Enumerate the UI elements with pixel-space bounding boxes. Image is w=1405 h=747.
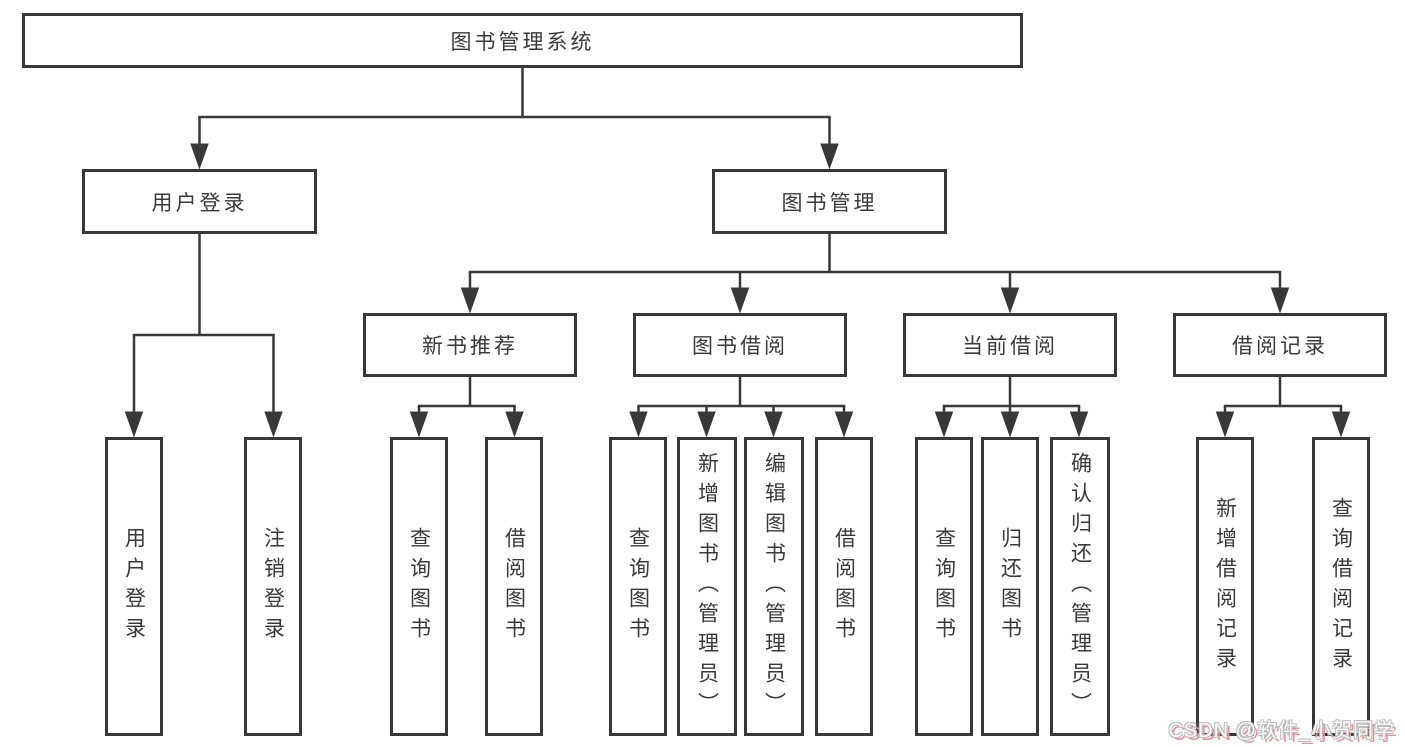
csdn-watermark: CSDN @软件_小贺同学 <box>1168 720 1395 742</box>
node-user-login: 用户登录 <box>82 169 317 234</box>
node-add-book-admin: 新增图书（管理员） <box>677 437 737 736</box>
node-new-book-recommendation: 新书推荐 <box>363 313 577 377</box>
node-label: 新增图书（管理员） <box>695 451 719 722</box>
node-label: 图书借阅 <box>692 335 788 358</box>
node-return-books: 归还图书 <box>981 437 1039 736</box>
node-label: 用户登录 <box>151 191 248 215</box>
node-edit-book-admin: 编辑图书（管理员） <box>744 437 804 736</box>
node-book-borrowing: 图书借阅 <box>633 313 847 377</box>
node-label: 借阅记录 <box>1232 335 1328 358</box>
node-query-books-recommend: 查询图书 <box>390 437 448 736</box>
node-add-borrow-record: 新增借阅记录 <box>1196 437 1254 736</box>
node-label: 编辑图书（管理员） <box>762 451 786 722</box>
node-borrow-books-leaf: 借阅图书 <box>815 437 873 736</box>
node-label: 新增借阅记录 <box>1213 496 1237 677</box>
node-label: 查询借阅记录 <box>1329 496 1353 677</box>
node-label: 当前借阅 <box>962 335 1058 358</box>
node-query-borrow-record: 查询借阅记录 <box>1312 437 1370 736</box>
node-label: 查询图书 <box>626 526 650 647</box>
node-label: 确认归还（管理员） <box>1068 451 1092 722</box>
node-borrow-books-recommend: 借阅图书 <box>485 437 543 736</box>
node-book-management: 图书管理 <box>712 169 947 234</box>
node-query-books-borrow: 查询图书 <box>609 437 667 736</box>
node-label: 查询图书 <box>932 526 956 647</box>
node-label: 借阅图书 <box>502 526 526 647</box>
node-label: 查询图书 <box>407 526 431 647</box>
node-query-books-current: 查询图书 <box>915 437 973 736</box>
node-label: 用户登录 <box>122 526 146 647</box>
node-borrowing-records: 借阅记录 <box>1173 313 1387 377</box>
node-logout-leaf: 注销登录 <box>244 437 302 736</box>
node-label: 借阅图书 <box>832 526 856 647</box>
node-user-login-leaf: 用户登录 <box>105 437 163 736</box>
node-label: 图书管理 <box>781 191 878 215</box>
node-label: 图书管理系统 <box>450 30 595 54</box>
node-library-management-system: 图书管理系统 <box>22 13 1023 68</box>
node-label: 归还图书 <box>998 526 1022 647</box>
node-label: 注销登录 <box>261 526 285 647</box>
node-confirm-return-admin: 确认归还（管理员） <box>1050 437 1110 736</box>
node-label: 新书推荐 <box>422 335 518 358</box>
node-current-borrowing: 当前借阅 <box>903 313 1117 377</box>
